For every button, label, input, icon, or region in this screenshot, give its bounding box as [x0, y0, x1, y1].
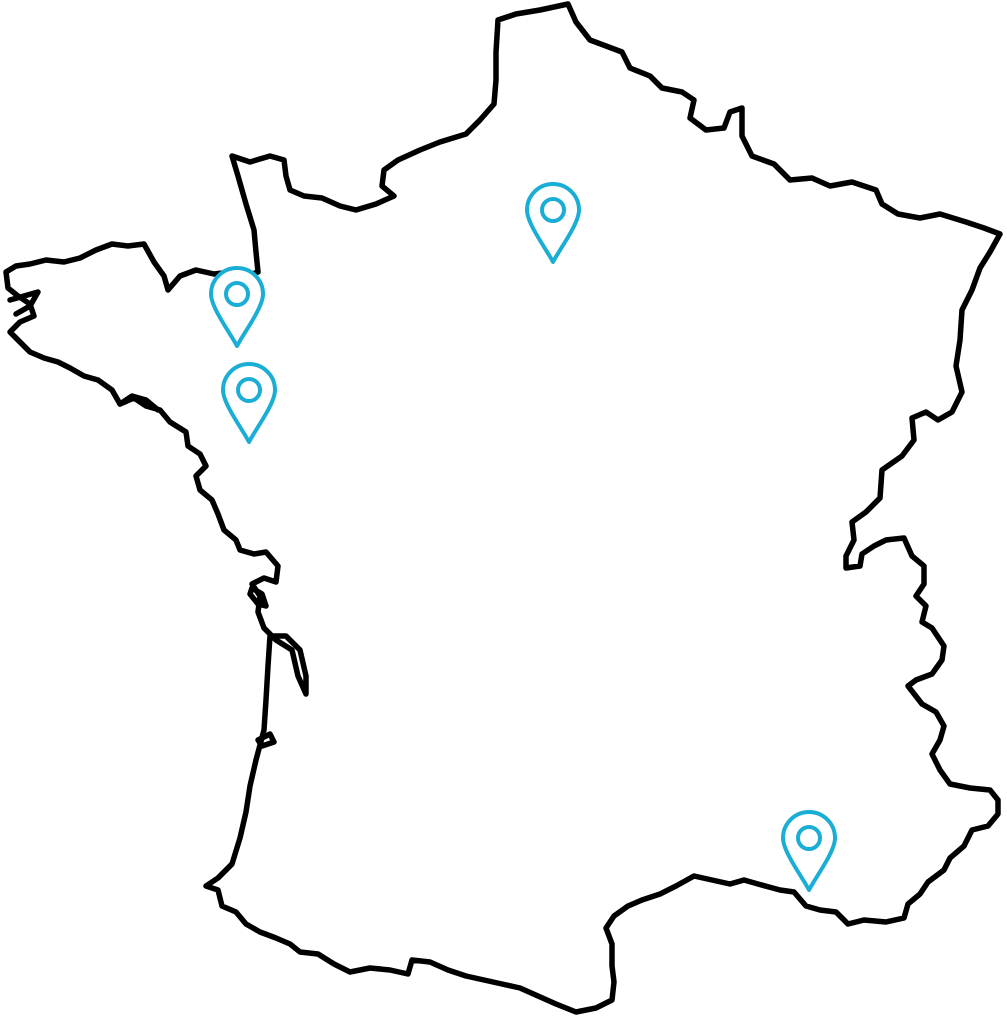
france-outline [3, 1, 1003, 1015]
pin-marseille[interactable] [781, 810, 837, 892]
pin-rennes[interactable] [221, 362, 277, 444]
coast-detail-brest [7, 289, 41, 317]
map-pin-center [236, 377, 262, 403]
island-arcachon [255, 731, 277, 749]
pins-layer [209, 182, 837, 892]
map-pin-center [540, 197, 566, 223]
map-pin-center [224, 281, 250, 307]
coast-detail-morbihan [117, 393, 161, 413]
island-oleron [247, 585, 269, 609]
pin-saint-malo[interactable] [209, 266, 265, 348]
pin-paris[interactable] [525, 182, 581, 264]
map-pin-center [796, 825, 822, 851]
